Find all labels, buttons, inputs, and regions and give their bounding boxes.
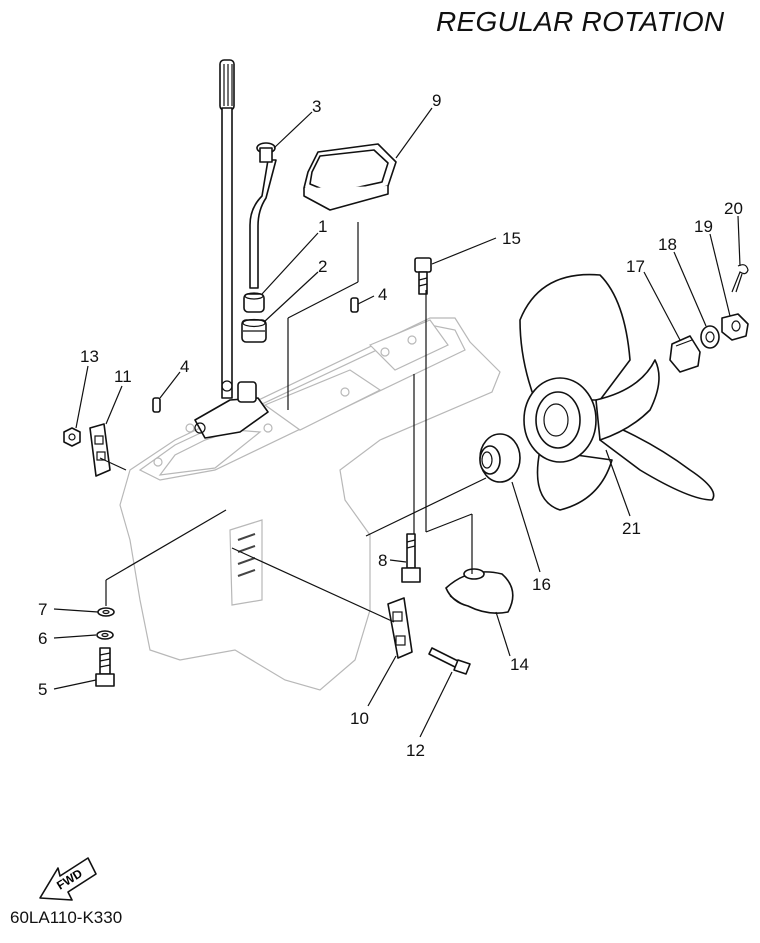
spacer-16 xyxy=(479,433,521,483)
grommet-2 xyxy=(241,318,267,343)
water-tube-3 xyxy=(249,142,277,289)
lower-case-housing xyxy=(119,317,501,691)
trim-tab-14 xyxy=(445,568,514,614)
callout-5: 5 xyxy=(38,680,47,699)
assembly-guides xyxy=(99,222,487,623)
diagram-title: REGULAR ROTATION xyxy=(436,6,725,37)
spacer-17 xyxy=(669,335,701,373)
washer-18 xyxy=(700,325,720,349)
callout-16: 16 xyxy=(532,575,551,594)
callout-10: 10 xyxy=(350,709,369,728)
callout-20: 20 xyxy=(724,199,743,218)
propeller-21 xyxy=(519,273,715,511)
callout-6: 6 xyxy=(38,629,47,648)
washer-7 xyxy=(97,607,115,617)
callout-21: 21 xyxy=(622,519,641,538)
bolt-8 xyxy=(401,533,421,583)
anode-11 xyxy=(89,423,111,477)
nut-13 xyxy=(63,427,81,447)
drawing-code: 60LA110-K330 xyxy=(10,908,123,927)
gasket-9 xyxy=(303,143,397,211)
callout-18: 18 xyxy=(658,235,677,254)
callout-19: 19 xyxy=(694,217,713,236)
drive-shaft xyxy=(219,59,235,399)
dowel-pin-4b xyxy=(350,297,359,313)
callout-labels: 1 2 3 4 4 5 6 7 8 9 10 11 12 13 14 15 16… xyxy=(38,91,743,760)
callout-15: 15 xyxy=(502,229,521,248)
callout-14: 14 xyxy=(510,655,529,674)
callout-9: 9 xyxy=(432,91,441,110)
grommet-1 xyxy=(243,292,265,313)
dowel-pin-4a xyxy=(152,397,161,413)
bolt-12 xyxy=(428,647,471,675)
fwd-arrow-icon: FWD xyxy=(39,857,97,901)
callout-8: 8 xyxy=(378,551,387,570)
callout-12: 12 xyxy=(406,741,425,760)
callout-13: 13 xyxy=(80,347,99,366)
washer-6 xyxy=(96,630,114,640)
water-pump-base xyxy=(194,381,269,439)
callout-7: 7 xyxy=(38,600,47,619)
nut-19 xyxy=(721,313,749,341)
callout-11: 11 xyxy=(114,367,132,386)
callout-2: 2 xyxy=(318,257,327,276)
anode-10 xyxy=(387,597,413,659)
cotter-pin-20 xyxy=(731,264,749,293)
callout-4b: 4 xyxy=(378,285,387,304)
bolt-5 xyxy=(95,647,115,687)
callout-1: 1 xyxy=(318,217,327,236)
callout-4a: 4 xyxy=(180,357,189,376)
callout-17: 17 xyxy=(626,257,645,276)
leader-lines xyxy=(53,107,741,738)
callout-3: 3 xyxy=(312,97,321,116)
bolt-15 xyxy=(414,257,432,295)
